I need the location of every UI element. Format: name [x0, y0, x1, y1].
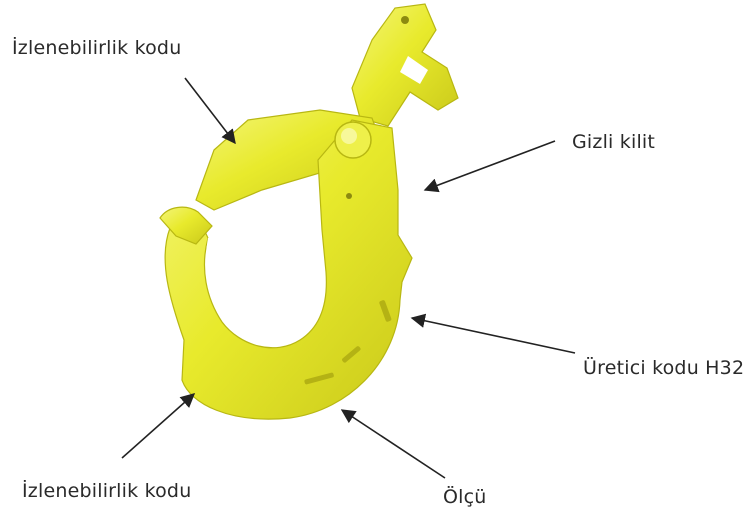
arrow-traceability-top	[185, 78, 235, 143]
arrow-traceability-bottom	[122, 394, 194, 458]
label-size: Ölçü	[443, 486, 487, 508]
label-hidden-lock: Gizli kilit	[572, 131, 655, 153]
label-traceability-bottom: İzlenebilirlik kodu	[22, 480, 191, 502]
arrow-hidden-lock	[425, 141, 555, 190]
arrow-manufacturer-code	[412, 318, 575, 353]
clevis-fork	[352, 4, 458, 126]
label-manufacturer-code: Üretici kodu H32	[583, 357, 744, 379]
arrow-size	[342, 410, 445, 478]
label-traceability-top: İzlenebilirlik kodu	[12, 37, 181, 59]
